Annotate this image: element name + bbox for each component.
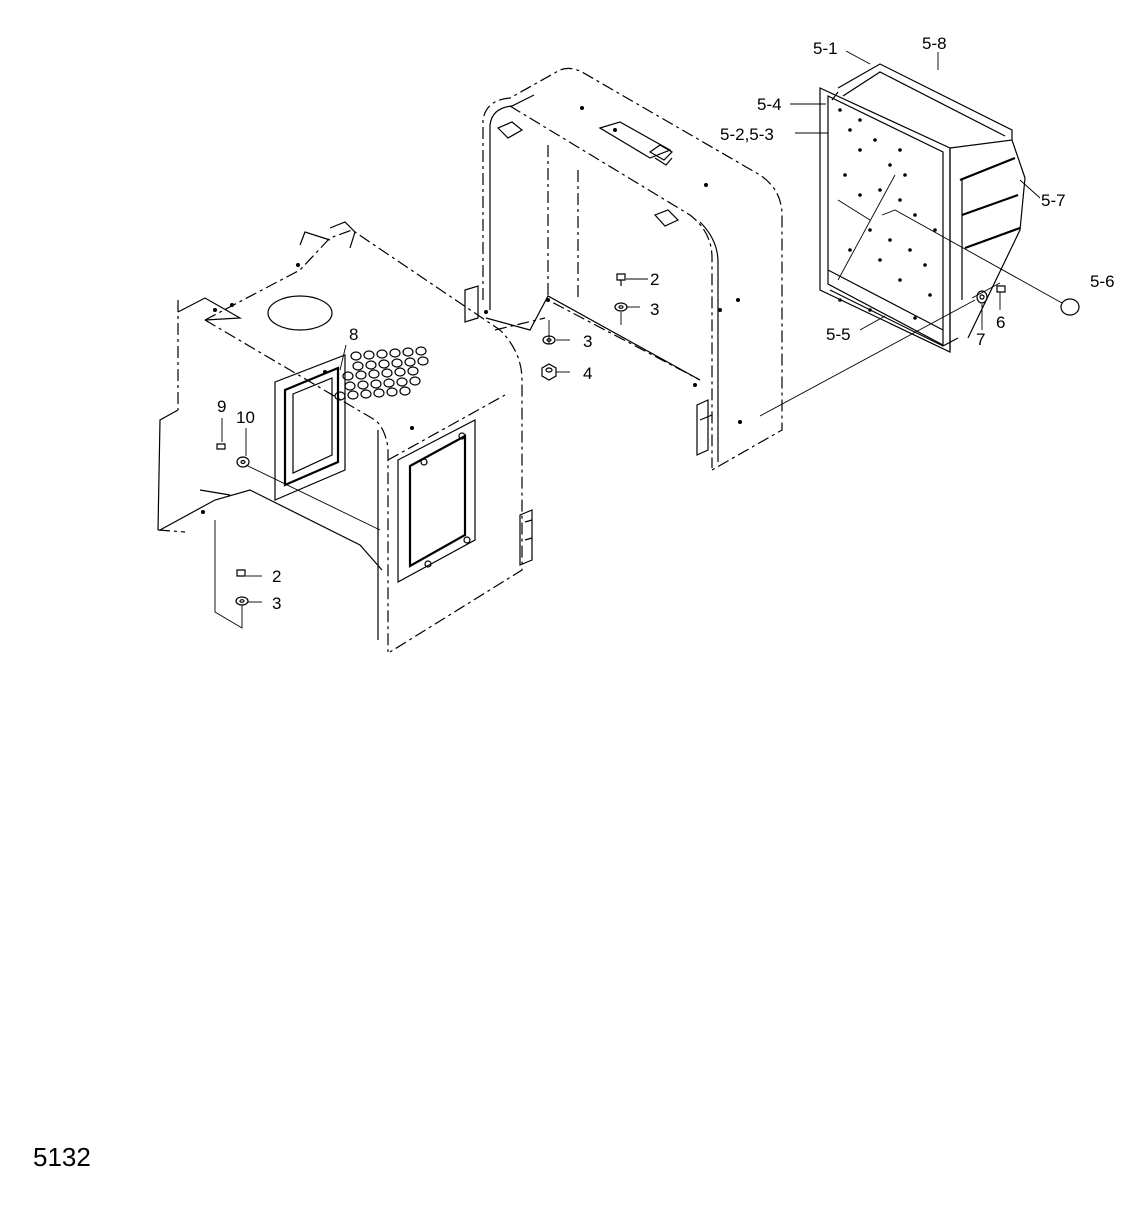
grille-boss (360, 389, 372, 399)
grille-boss (381, 368, 393, 378)
label-7: 7 (976, 330, 985, 349)
part-labels: 5-1 5-8 5-4 5-2,5-3 5-7 5-6 6 7 5-5 2 3 … (33, 34, 1115, 1172)
grille-boss (404, 357, 416, 367)
grille-boss (365, 360, 377, 370)
label-5-1: 5-1 (813, 39, 838, 58)
plate-hole (933, 228, 937, 232)
grille-boss (342, 371, 354, 381)
plate-hole (913, 213, 917, 217)
grille-boss (373, 388, 385, 398)
label-6: 6 (996, 313, 1005, 332)
plate-hole (838, 108, 842, 112)
plate-hole (878, 258, 882, 262)
grille-boss (376, 349, 388, 359)
grille-boss (399, 386, 411, 396)
grille-boss (355, 370, 367, 380)
grille-boss (344, 381, 356, 391)
plate-hole (898, 278, 902, 282)
rear-hood-cover (464, 67, 783, 471)
grille-boss (357, 380, 369, 390)
plate-hole (858, 148, 862, 152)
grille-boss (383, 378, 395, 388)
plate-hole (873, 138, 877, 142)
grille-boss (417, 356, 429, 366)
page-number: 5132 (33, 1142, 91, 1172)
label-2-upper: 2 (650, 270, 659, 289)
label-3-upper: 3 (650, 300, 659, 319)
label-3-lower: 3 (272, 594, 281, 613)
grille-boss (391, 358, 403, 368)
plate-hole (903, 173, 907, 177)
plate-hole (868, 228, 872, 232)
plate-hole (888, 238, 892, 242)
grille-boss (378, 359, 390, 369)
label-5-6: 5-6 (1090, 272, 1115, 291)
grille-boss (394, 367, 406, 377)
plate-hole (848, 128, 852, 132)
plate-hole (838, 298, 842, 302)
plate-hole (898, 198, 902, 202)
plate-hole (858, 193, 862, 197)
label-5-7: 5-7 (1041, 191, 1066, 210)
front-hood-cover (157, 221, 533, 653)
grille-boss (386, 387, 398, 397)
grille-boss (363, 350, 375, 360)
grille-boss (415, 346, 427, 356)
leader-lines (214, 50, 1063, 629)
grille-boss (402, 347, 414, 357)
label-2-lower: 2 (272, 567, 281, 586)
label-4: 4 (583, 364, 592, 383)
grille-boss (352, 361, 364, 371)
label-3-mid: 3 (583, 332, 592, 351)
plate-hole (888, 163, 892, 167)
grille-boss (350, 351, 362, 361)
grille-boss (407, 366, 419, 376)
control-panel-assembly (819, 63, 1026, 353)
grille-boss (370, 379, 382, 389)
grille-boss (409, 376, 421, 386)
plate-hole (858, 118, 862, 122)
plate-hole (878, 188, 882, 192)
grille-boss (368, 369, 380, 379)
label-5-4: 5-4 (757, 95, 782, 114)
plate-hole (908, 248, 912, 252)
plate-hole (923, 263, 927, 267)
grille-boss (396, 377, 408, 387)
plate-hole (843, 173, 847, 177)
label-9: 9 (217, 397, 226, 416)
label-5-2-5-3: 5-2,5-3 (720, 125, 774, 144)
label-10: 10 (236, 408, 255, 427)
grille-boss (389, 348, 401, 358)
grille-boss (347, 390, 359, 400)
plate-hole (898, 148, 902, 152)
label-5-8: 5-8 (922, 34, 947, 53)
label-5-5: 5-5 (826, 325, 851, 344)
label-8: 8 (349, 325, 358, 344)
plate-hole (928, 293, 932, 297)
plate-hole (848, 248, 852, 252)
plate-hole (913, 316, 917, 320)
